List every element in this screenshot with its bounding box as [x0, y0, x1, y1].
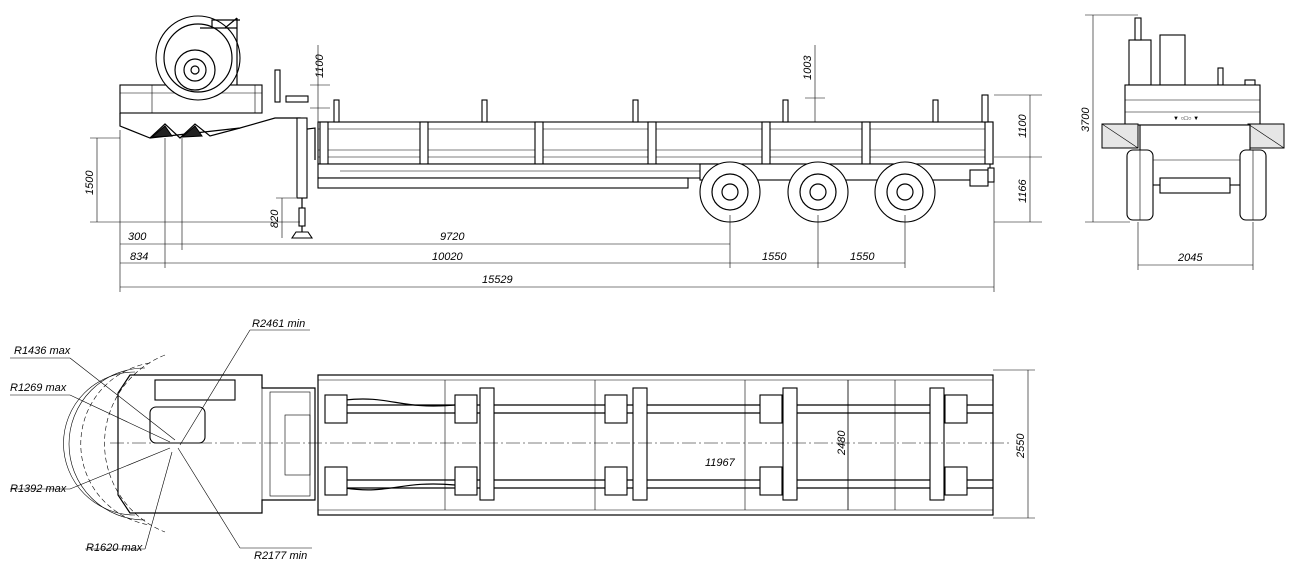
- rear-view-dimensions: 3700 2045: [1080, 14, 1254, 270]
- dim-1550-b: 1550: [850, 251, 875, 263]
- rear-view: ▼ ○□○ ▼: [1101, 17, 1285, 221]
- gooseneck-frame: [119, 113, 316, 160]
- platform-top: [317, 374, 994, 516]
- dim-11967: 11967: [705, 457, 736, 469]
- dim-2480: 2480: [836, 430, 848, 456]
- dim-10020: 10020: [432, 251, 463, 263]
- dim-834: 834: [130, 251, 148, 263]
- cross-members: [444, 380, 896, 510]
- dim-3700: 3700: [1080, 107, 1092, 132]
- deck-pins: [333, 94, 989, 123]
- top-view: R2461 min R1436 max R1269 max R1392 max …: [10, 318, 1035, 562]
- dim-15529: 15529: [482, 274, 513, 286]
- dim-2550: 2550: [1015, 433, 1027, 459]
- axle-brackets: [324, 387, 968, 501]
- dim-1100-top: 1100: [314, 53, 326, 78]
- dim-1550-a: 1550: [762, 251, 787, 263]
- dim-820: 820: [269, 209, 281, 228]
- label-r2461: R2461 min: [252, 318, 305, 330]
- label-r1620: R1620 max: [86, 542, 143, 554]
- dim-300: 300: [128, 231, 147, 243]
- rear-wheels: [699, 161, 936, 223]
- dim-1500: 1500: [84, 170, 96, 195]
- dim-2045: 2045: [1177, 252, 1203, 264]
- svg-text:▼ ○□○ ▼: ▼ ○□○ ▼: [1173, 116, 1199, 122]
- landing-gear: [296, 117, 308, 199]
- side-view: [119, 15, 995, 239]
- label-r2177: R2177 min: [254, 550, 307, 562]
- dim-1100-right: 1100: [1017, 113, 1029, 138]
- label-r1436: R1436 max: [14, 345, 71, 357]
- label-r1392: R1392 max: [10, 483, 67, 495]
- dim-1166: 1166: [1017, 178, 1029, 203]
- dim-9720: 9720: [440, 231, 465, 243]
- dim-1003: 1003: [802, 55, 814, 80]
- side-view-dimensions: 1100 1003 1100 1166 1500 820 300 9720: [84, 45, 1042, 292]
- label-r1269: R1269 max: [10, 382, 67, 394]
